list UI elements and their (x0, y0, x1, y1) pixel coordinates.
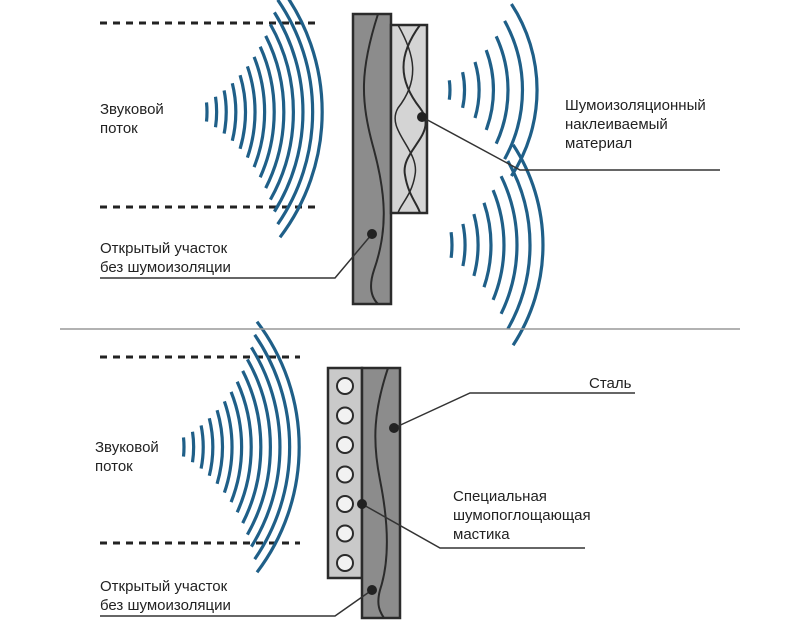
sound-wave-arc (447, 80, 452, 100)
sound-wave-arc (181, 437, 186, 457)
sound-wave-arc (264, 35, 286, 189)
sound-wave-arc (273, 11, 305, 213)
bottom-steel-leader (393, 392, 635, 429)
bottom-steel-label: Сталь (589, 375, 632, 392)
sound-wave-arc (491, 189, 506, 301)
sound-wave-arc (472, 213, 480, 277)
bottom-steel-marker (389, 423, 399, 433)
bottom-mastic-label: Специальная шумопоглощающая мастика (453, 488, 591, 543)
sound-wave-arc (230, 82, 238, 142)
sound-wave-arc (199, 425, 205, 469)
top-steel-panel (351, 12, 393, 306)
sound-wave-arc (278, 0, 324, 239)
top-transmitted-sound-waves (449, 143, 545, 347)
top-damping-material-wave-2 (394, 24, 417, 214)
top-panel (351, 12, 429, 306)
mastic-bubble (336, 495, 354, 513)
top-material-label: Шумоизоляционный наклеиваемый материал (565, 97, 706, 152)
top-material-leader (421, 116, 720, 171)
bottom-incoming-sound-waves (181, 320, 301, 574)
mastic-bubble (336, 436, 354, 454)
sound-wave-arc (229, 391, 244, 503)
sound-wave-arc (241, 370, 263, 524)
sound-wave-arc (222, 90, 228, 134)
sound-wave-arc (238, 74, 247, 150)
bottom-steel-panel-vibration-curve (374, 367, 389, 619)
bottom-open-area-leader (100, 589, 373, 617)
sound-wave-arc (449, 231, 454, 259)
mastic-bubble (336, 406, 354, 425)
top-dampened-sound-waves (447, 3, 539, 177)
bottom-steel-panel (360, 366, 402, 620)
bottom-mastic-leader (361, 503, 585, 549)
sound-wave-arc (213, 96, 219, 128)
sound-wave-arc (473, 61, 481, 119)
mastic-bubble (336, 524, 354, 543)
top-leader-lines (100, 116, 720, 279)
sound-wave-arc (207, 417, 215, 477)
sound-wave-arc (215, 409, 224, 485)
sound-wave-arc (253, 333, 292, 561)
bottom-sound-flow-label: Звуковой поток (95, 439, 159, 475)
top-flow-boundaries (100, 21, 320, 209)
sound-wave-arc (252, 56, 267, 168)
bottom-mastic-bubbles (336, 377, 354, 572)
sound-wave-arc (269, 23, 295, 201)
sound-wave-arc (482, 202, 493, 288)
sound-wave-arc (484, 49, 496, 131)
top-open-area-leader (100, 233, 373, 279)
mastic-bubble (336, 465, 354, 484)
sound-wave-arc (510, 3, 539, 177)
top-sound-flow-label: Звуковой поток (100, 101, 164, 137)
bottom-mastic-marker (357, 499, 367, 509)
bottom-open-area-label: Открытый участок без шумоизоляции (100, 578, 231, 614)
sound-wave-arc (204, 102, 209, 122)
top-open-area-marker (367, 229, 377, 239)
top-steel-panel-vibration-curve (363, 13, 385, 305)
sound-wave-arc (494, 35, 510, 145)
sound-wave-arc (245, 65, 257, 159)
bottom-open-area-marker (367, 585, 377, 595)
sound-wave-arc (506, 160, 532, 330)
top-material-marker (417, 112, 427, 122)
top-incoming-sound-waves (204, 0, 324, 239)
top-open-area-label: Открытый участок без шумоизоляции (100, 240, 231, 276)
sound-wave-arc (235, 381, 253, 513)
mastic-bubble (336, 554, 354, 572)
sound-wave-arc (222, 400, 234, 494)
sound-wave-arc (246, 358, 272, 536)
bottom-panel (326, 366, 402, 620)
sound-wave-arc (258, 46, 276, 178)
sound-wave-arc (190, 431, 196, 463)
sound-wave-arc (276, 0, 315, 226)
sound-wave-arc (461, 223, 467, 267)
bottom-leader-lines (100, 392, 635, 617)
sound-wave-arc (503, 20, 524, 160)
sound-wave-arc (461, 71, 467, 109)
top-damping-material-wave (402, 24, 427, 214)
sound-wave-arc (499, 175, 519, 315)
mastic-bubble (336, 377, 354, 395)
sound-wave-arc (250, 346, 282, 548)
sound-wave-arc (255, 320, 301, 574)
